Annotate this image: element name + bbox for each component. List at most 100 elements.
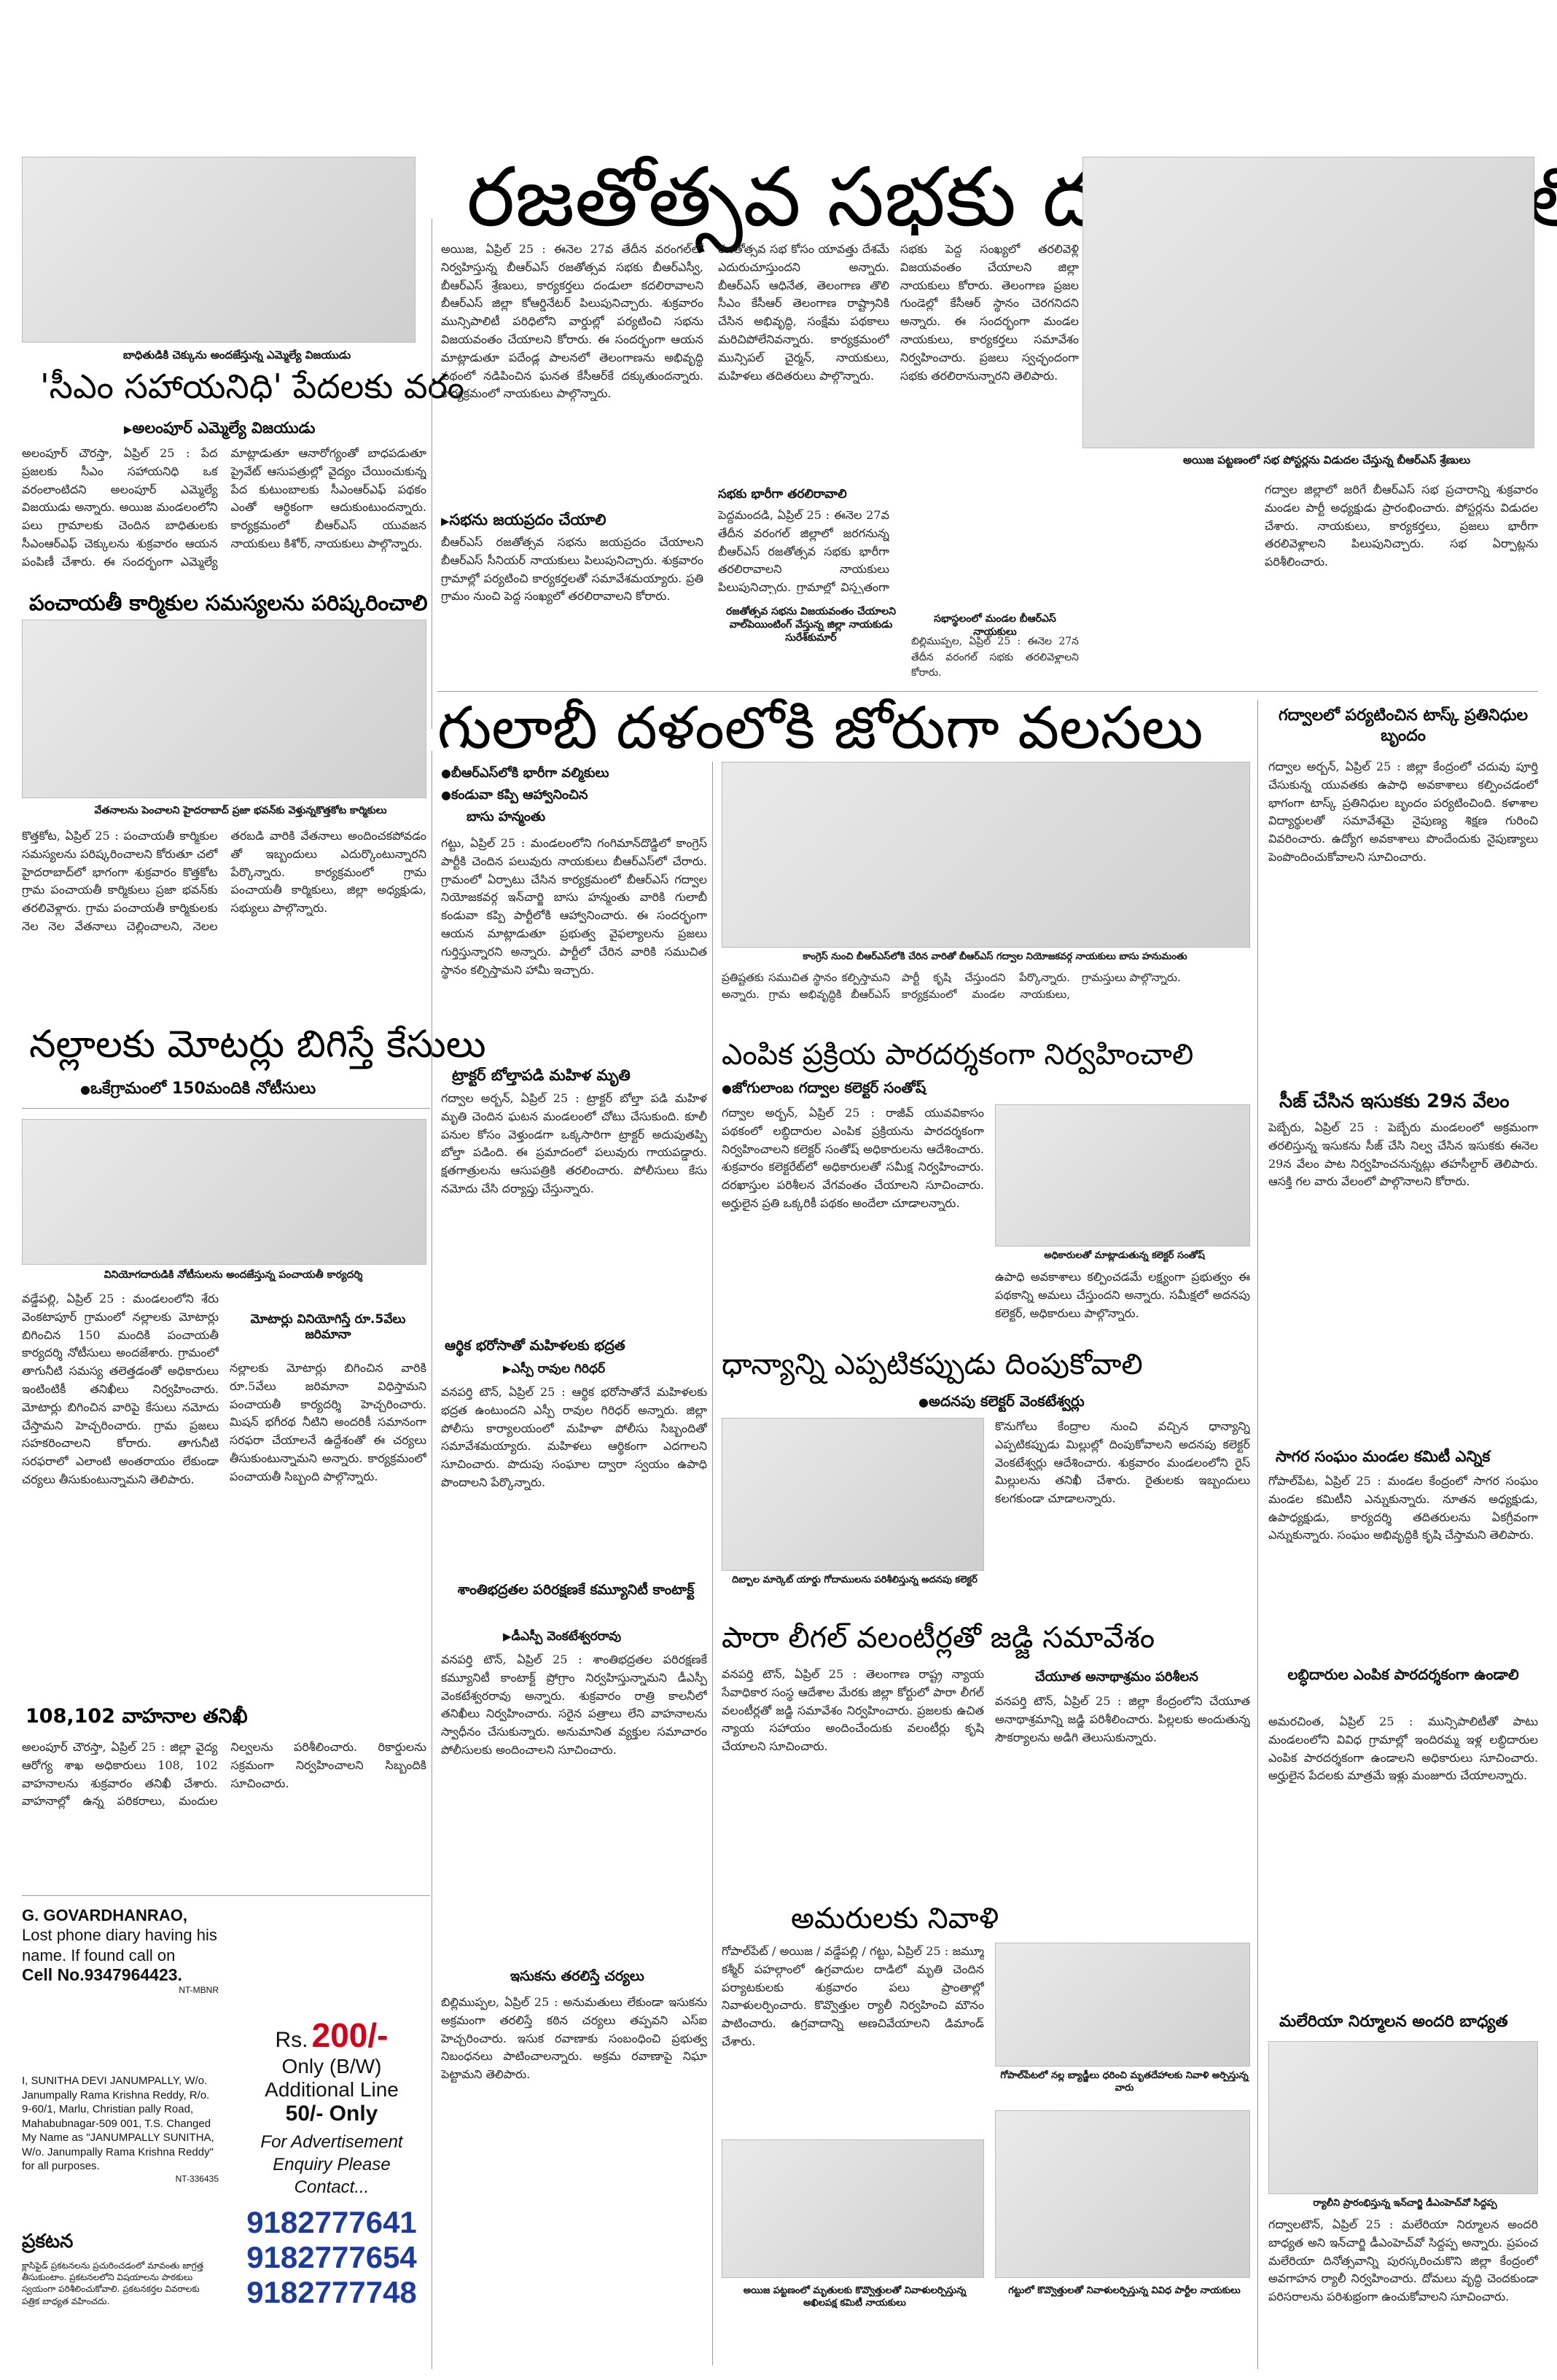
notice-title: ప్రకటన: [22, 2231, 74, 2252]
article-body: నల్లాలకు మోటార్లు బిగించిన వారికి రూ.5వే…: [230, 1361, 426, 1483]
collector-meeting-photo: [995, 1104, 1250, 1246]
photo-caption: అధికారులతో మాట్లాడుతున్న కలెక్టర్ సంతోష్: [1044, 1250, 1205, 1261]
classified-ad-name-change: I, SUNITHA DEVI JANUMPALLY, W/o. Janumpa…: [22, 2074, 219, 2184]
article-body: గోపాల్‌పేట్ / అయిజ / వడ్డేపల్లి / గట్టు,…: [722, 1944, 984, 2048]
article-body: గోపాల్‌పేట, ఏప్రిల్ 25 : మండల కేంద్రంలో …: [1268, 1474, 1538, 1542]
photo-caption: గట్టులో కొవ్వొత్తులతో నివాళులర్పిస్తున్న…: [1008, 2285, 1241, 2296]
photo-caption: సభాస్థలంలో మండల బీఆర్ఎస్ నాయకులు: [934, 613, 1056, 639]
article-headline: పారా లీగల్ వలంటీర్లతో జడ్జి సమావేశం: [722, 1621, 1155, 1655]
article-headline: లబ్ధిదారుల ఎంపిక పారదర్శకంగా ఉండాలి: [1287, 1666, 1519, 1683]
article-headline: సీజ్ చేసిన ఇసుకకు 29న వేలం: [1279, 1090, 1510, 1112]
article-body: గద్వాల అర్బన్, ఏప్రిల్ 25 : రాజీవ్ యువవి…: [722, 1106, 984, 1210]
article-body: గట్టు, ఏప్రిల్ 25 : మండలంలోని గంగిమాన్‌ద…: [441, 836, 707, 977]
article-headline: నల్లాలకు మోటర్లు బిగిస్తే కేసులు: [29, 1023, 486, 1066]
article-body: అమరచింత, ఏప్రిల్ 25 : మున్సిపాలిటీతో పాట…: [1268, 1714, 1538, 1783]
article-body: పెబ్బేరు, ఏప్రిల్ 25 : పెబ్బేరు మండలంలో …: [1268, 1120, 1538, 1189]
article-headline: 108,102 వాహనాల తనిఖీ: [26, 1705, 248, 1728]
article-headline: సాగర సంఘం మండల కమిటీ ఎన్నిక: [1276, 1448, 1491, 1465]
article-bullet: కండువా కప్పి ఆహ్వానించిన: [441, 787, 588, 804]
tribute-photo: [995, 1943, 1250, 2067]
article-body: అయిజ, ఏప్రిల్ 25 : ఈనెల 27వ తేదీన వరంగల్…: [441, 242, 703, 401]
article-subhead: ట్రాక్టర్ బోల్తాపడి మహిళ మృతి: [452, 1066, 631, 1084]
article-subhead: సభకు భారీగా తరలిరావాలి: [718, 487, 847, 502]
article-body: బీఆర్ఎస్ రజతోత్సవ సభను జయప్రదం చేయాలని బ…: [441, 535, 703, 604]
party-joining-photo: [722, 762, 1250, 948]
rate-line: Additional Line: [265, 2078, 399, 2101]
section-rule: [22, 1895, 430, 1896]
article-headline: ఎంపిక ప్రక్రియ పారదర్శకంగా నిర్వహించాలి: [722, 1038, 1194, 1072]
ad-title: G. GOVARDHANRAO,: [22, 1906, 187, 1924]
article-body: ఉపాధి అవకాశాలు కల్పించడమే లక్ష్యంగా ప్రభ…: [995, 1270, 1250, 1320]
ad-body: Lost phone diary having his name. If fou…: [22, 1926, 217, 1965]
rate-line: Only (B/W): [281, 2055, 382, 2077]
photo-caption: రజతోత్సవ సభను విజయవంతం చేయాలని వాల్‌పెయి…: [725, 606, 897, 644]
article-headline: పంచాయతీ కార్మికుల సమస్యలను పరిష్కరించాలి: [29, 590, 428, 615]
workers-photo: [22, 620, 426, 798]
article-subhead: చేయూత అనాథాశ్రమం పరిశీలన: [1035, 1669, 1198, 1685]
article-body: గద్వాల అర్బన్, ఏప్రిల్ 25 : జిల్లా కేంద్…: [1268, 760, 1538, 864]
article-body: ప్రతిష్టతకు సముచిత స్థానం కల్పిస్తామని అ…: [722, 971, 1181, 1002]
malaria-rally-photo: [1268, 2041, 1538, 2194]
poster-release-photo: [1082, 157, 1534, 448]
article-body: అలంపూర్ చౌరస్తా, ఏప్రిల్ 25 : పేద ప్రజలక…: [22, 446, 426, 569]
article-body: కొనుగోలు కేంద్రాల నుంచి వచ్చిన ధాన్యాన్న…: [995, 1419, 1250, 1506]
article-body: వనపర్తి టౌన్, ఏప్రిల్ 25 : తెలంగాణ రాష్ట…: [722, 1667, 984, 1754]
column-rule: [1257, 700, 1258, 2369]
ad-rate-box: Rs. 200/- Only (B/W) Additional Line 50/…: [233, 2016, 430, 2310]
rate-additional: 50/- Only: [285, 2102, 378, 2126]
ad-body: I, SUNITHA DEVI JANUMPALLY, W/o. Janumpa…: [22, 2075, 214, 2172]
enquiry-text: For Advertisement Enquiry Please Contact…: [260, 2132, 403, 2198]
photo-caption: అయిజ పట్టణంలో మృతులకు కొవ్వొత్తులతో నివా…: [743, 2285, 967, 2309]
article-byline: అలంపూర్ ఎమ్మెల్యే విజయుడు: [124, 419, 316, 441]
classified-notice: ప్రకటన క్లాసిఫైడ్ ప్రకటనలను ప్రచురించడంల…: [22, 2231, 219, 2307]
classified-ad-lost-phone: G. GOVARDHANRAO, Lost phone diary having…: [22, 1906, 219, 1995]
enquiry-phone: 9182777654: [246, 2239, 417, 2274]
article-byline: బాసు హన్మంతు: [467, 809, 546, 824]
ad-code: NT-336435: [175, 2173, 219, 2184]
article-body: వనపర్తి టౌన్, ఏప్రిల్ 25 : ఆర్థిక భరోసాత…: [441, 1385, 707, 1489]
article-headline: మలేరియా నిర్మూలన అందరి బాధ్యత: [1279, 2013, 1508, 2031]
article-body: గద్వాల అర్బన్, ఏప్రిల్ 25 : ట్రాక్టర్ బో…: [441, 1091, 707, 1195]
rate-prefix: Rs.: [275, 2028, 308, 2052]
notice-photo: [22, 1119, 426, 1265]
photo-caption: దిబ్బాల మార్కెట్ యార్డు గోదాములను పరిశీల…: [732, 1575, 977, 1585]
article-headline: గద్వాలలో పర్యటించిన టాస్క్ ప్రతినిధుల బృ…: [1278, 706, 1529, 745]
article-body: పెద్దమందడి, ఏప్రిల్ 25 : ఈనెల 27వ తేదీన …: [718, 508, 889, 594]
article-byline: ఎస్పీ రావుల గిరిధర్: [503, 1362, 606, 1377]
article-subhead: శాంతిభద్రతల పరిరక్షణకే కమ్యూనిటీ కాంటాక్…: [457, 1582, 695, 1598]
article-body: వడ్డేపల్లి, ఏప్రిల్ 25 : మండలంలోని శేరు …: [22, 1292, 219, 1486]
article-body: అలంపూర్ చౌరస్తా, ఏప్రిల్ 25 : జిల్లా వైద…: [22, 1740, 426, 1809]
section-rule: [22, 1108, 430, 1109]
photo-caption: కాంగ్రెస్ నుంచి బీఆర్ఎస్‌లోకి చేరిన వారి…: [803, 951, 1187, 962]
godown-inspection-photo: [722, 1418, 984, 1571]
article-headline: 'సీఎం సహాయనిధి' పేదలకు వరం: [40, 367, 465, 406]
article-body: రజతోత్సవ సభ కోసం యావత్తు దేశమే ఎదురుచూస్…: [718, 242, 889, 383]
photo-caption: వినియోగదారుడికి నోటీసులను అందజేస్తున్న ప…: [104, 1269, 363, 1281]
article-body: గద్వాల జిల్లాలో జరిగే బీఆర్ఎస్ సభ ప్రచార…: [1265, 483, 1538, 569]
article-bullet: బీఆర్ఎస్‌లోకి భారీగా వల్మికులు: [441, 765, 609, 782]
article-subhead: ఆర్థిక భరోసాతో మహిళలకు భద్రత: [445, 1338, 625, 1354]
photo-caption: అయిజ పట్టణంలో సభ పోస్టర్లను విడుదల చేస్త…: [1182, 453, 1471, 467]
section-headline: గులాబీ దళంలోకి జోరుగా వలసలు: [437, 694, 1203, 762]
enquiry-phone: 9182777748: [246, 2274, 417, 2309]
tribute-photo: [722, 2139, 984, 2278]
column-rule: [712, 762, 713, 2365]
rate-amount: 200/-: [311, 2016, 389, 2054]
article-body: గద్వాలటౌన్, ఏప్రిల్ 25 : మలేరియా నిర్మూల…: [1268, 2217, 1538, 2304]
article-bullet: జోగులాంబ గద్వాల కలెక్టర్ సంతోష్: [722, 1079, 926, 1097]
article-subhead: ఇసుకను తరలిస్తే చర్యలు: [510, 1968, 644, 1984]
article-subhead: ఒకేగ్రామంలో 150మందికి నోటీసులు: [80, 1079, 316, 1099]
mla-cheque-photo: [22, 157, 415, 343]
notice-body: క్లాసిఫైడ్ ప్రకటనలను ప్రచురించడంలో మావంత…: [22, 2260, 204, 2306]
photo-caption: వేతనాలను పెంచాలని హైదరాబాద్ ప్రజా భవన్‌క…: [94, 805, 387, 816]
article-byline: డీఎస్పీ వెంకటేశ్వరరావు: [503, 1629, 622, 1644]
section-rule: [437, 691, 1538, 692]
article-body: వనపర్తి టౌన్, ఏప్రిల్ 25 : శాంతిభద్రతల ప…: [441, 1653, 707, 1757]
ad-phone: Cell No.9347964423.: [22, 1965, 182, 1984]
tribute-photo: [995, 2110, 1250, 2278]
article-headline: ధాన్యాన్ని ఎప్పటికప్పుడు దింపుకోవాలి: [722, 1348, 1143, 1381]
article-subhead: సభను జయప్రదం చేయాలి: [441, 510, 606, 529]
article-headline: అమరులకు నివాళి: [791, 1902, 999, 1935]
article-body: వనపర్తి టౌన్, ఏప్రిల్ 25 : జిల్లా కేంద్ర…: [995, 1694, 1250, 1744]
photo-caption: గోపాల్‌పేటలో నల్ల బ్యాడ్జీలు ధరించి మృతద…: [1000, 2070, 1249, 2094]
